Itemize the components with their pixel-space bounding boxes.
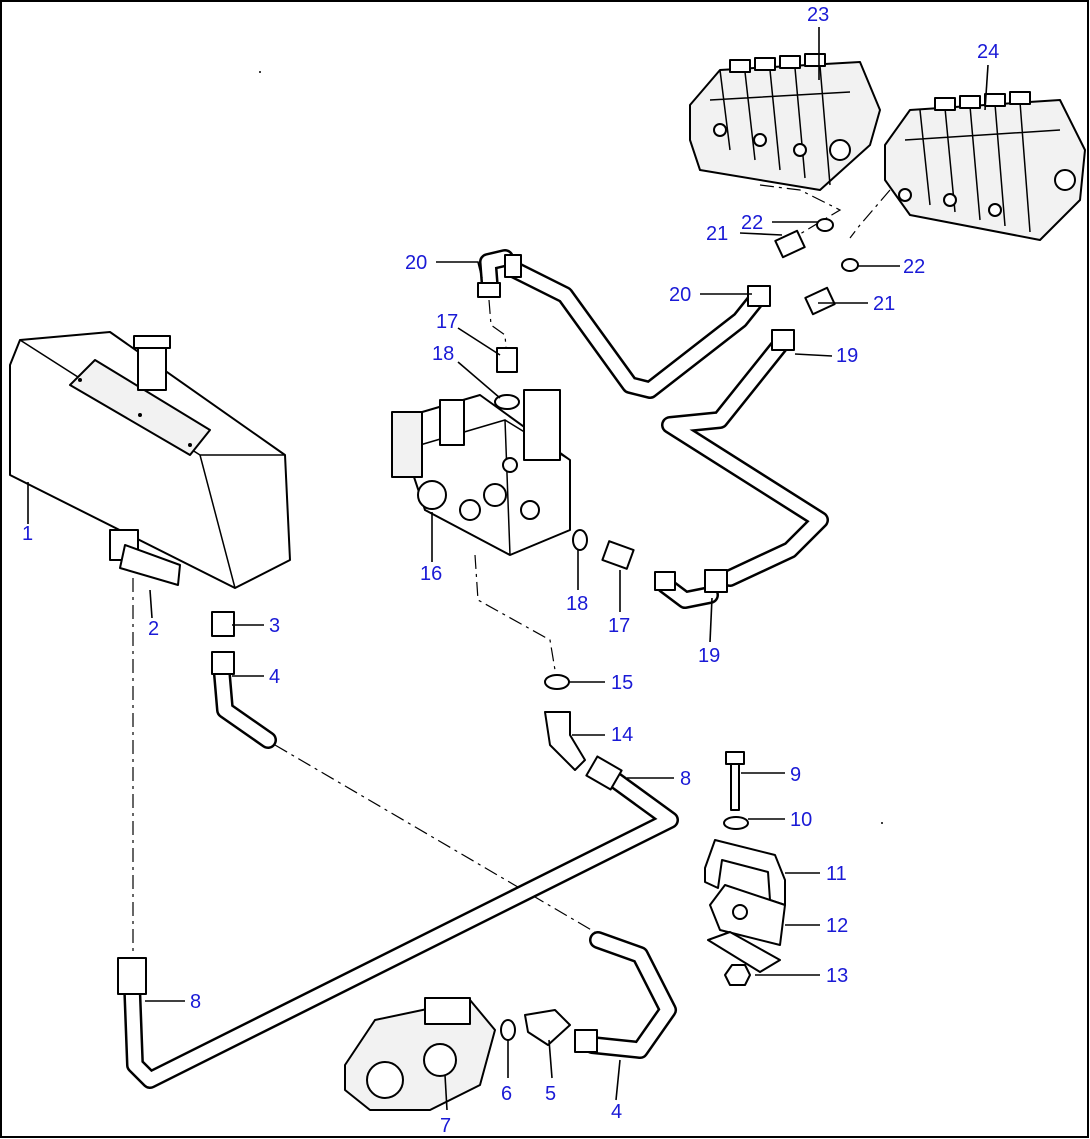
fitting-20b bbox=[504, 254, 522, 278]
oring-22a bbox=[816, 218, 834, 232]
block-12 bbox=[709, 884, 786, 946]
fitting-19c bbox=[654, 571, 676, 591]
washer-10 bbox=[723, 816, 749, 830]
speck-dot bbox=[259, 71, 261, 73]
plate-13 bbox=[707, 931, 781, 973]
callout-14: 14 bbox=[611, 724, 633, 746]
callout-20b: 20 bbox=[669, 284, 691, 306]
fitting-3 bbox=[211, 611, 235, 637]
valve-block-16 bbox=[391, 389, 571, 556]
callout-7: 7 bbox=[440, 1115, 451, 1137]
callout-20a: 20 bbox=[405, 252, 427, 274]
oring-18b bbox=[572, 529, 588, 551]
bolt-9 bbox=[730, 761, 740, 811]
callout-11: 11 bbox=[826, 863, 847, 885]
hoses bbox=[123, 249, 829, 1089]
callout-13: 13 bbox=[826, 965, 848, 987]
fitting-21a bbox=[774, 229, 806, 259]
callout-3: 3 bbox=[269, 615, 280, 637]
callout-labels: 23 24 22 22 21 21 20 20 19 19 17 17 18 1… bbox=[22, 4, 999, 1137]
fitting-8b bbox=[117, 957, 147, 995]
callout-4b: 4 bbox=[611, 1101, 622, 1123]
fitting-20a bbox=[477, 282, 501, 298]
nut-13 bbox=[724, 964, 751, 986]
callout-19a: 19 bbox=[836, 345, 858, 367]
callout-2: 2 bbox=[148, 618, 159, 640]
fitting-19b bbox=[704, 569, 728, 593]
oring-22b bbox=[841, 258, 859, 272]
callout-24: 24 bbox=[977, 41, 999, 63]
callout-5: 5 bbox=[545, 1083, 556, 1105]
callout-9: 9 bbox=[790, 764, 801, 786]
fitting-19a bbox=[771, 329, 795, 351]
oring-18a bbox=[494, 394, 520, 410]
callout-18b: 18 bbox=[566, 593, 588, 615]
callout-8b: 8 bbox=[190, 991, 201, 1013]
fitting-17b bbox=[601, 540, 635, 570]
fitting-4b bbox=[574, 1029, 598, 1053]
bolt-head-9 bbox=[725, 751, 745, 765]
callout-4a: 4 bbox=[269, 666, 280, 688]
fitting-8a bbox=[585, 755, 623, 791]
callout-21a: 21 bbox=[706, 223, 728, 245]
fittings bbox=[117, 218, 859, 1053]
callout-17b: 17 bbox=[608, 615, 630, 637]
callout-10: 10 bbox=[790, 809, 812, 831]
oring-15 bbox=[544, 674, 570, 690]
leader-lines bbox=[27, 27, 989, 1111]
callout-6: 6 bbox=[501, 1083, 512, 1105]
callout-12: 12 bbox=[826, 915, 848, 937]
control-valve-23 bbox=[689, 53, 881, 191]
callout-8a: 8 bbox=[680, 768, 691, 790]
callout-19b: 19 bbox=[698, 645, 720, 667]
callout-18a: 18 bbox=[432, 343, 454, 365]
callout-1: 1 bbox=[22, 523, 33, 545]
callout-22b: 22 bbox=[903, 256, 925, 278]
fitting-20c bbox=[747, 285, 771, 307]
callout-17a: 17 bbox=[436, 311, 458, 333]
oring-6 bbox=[500, 1019, 516, 1041]
hydraulic-tank-1 bbox=[9, 331, 291, 589]
callout-15: 15 bbox=[611, 672, 633, 694]
callout-22a: 22 bbox=[741, 212, 763, 234]
control-valve-24 bbox=[884, 91, 1086, 241]
fitting-4a bbox=[211, 651, 235, 675]
pump-7 bbox=[344, 997, 496, 1111]
callout-16: 16 bbox=[420, 563, 442, 585]
fitting-21b bbox=[804, 286, 836, 316]
fitting-17a bbox=[496, 347, 518, 373]
callout-23: 23 bbox=[807, 4, 829, 26]
elbow-14 bbox=[544, 711, 586, 771]
speck-dot bbox=[881, 822, 883, 824]
elbow-5 bbox=[524, 1009, 571, 1046]
callout-21b: 21 bbox=[873, 293, 895, 315]
clamp-assembly bbox=[704, 751, 786, 986]
